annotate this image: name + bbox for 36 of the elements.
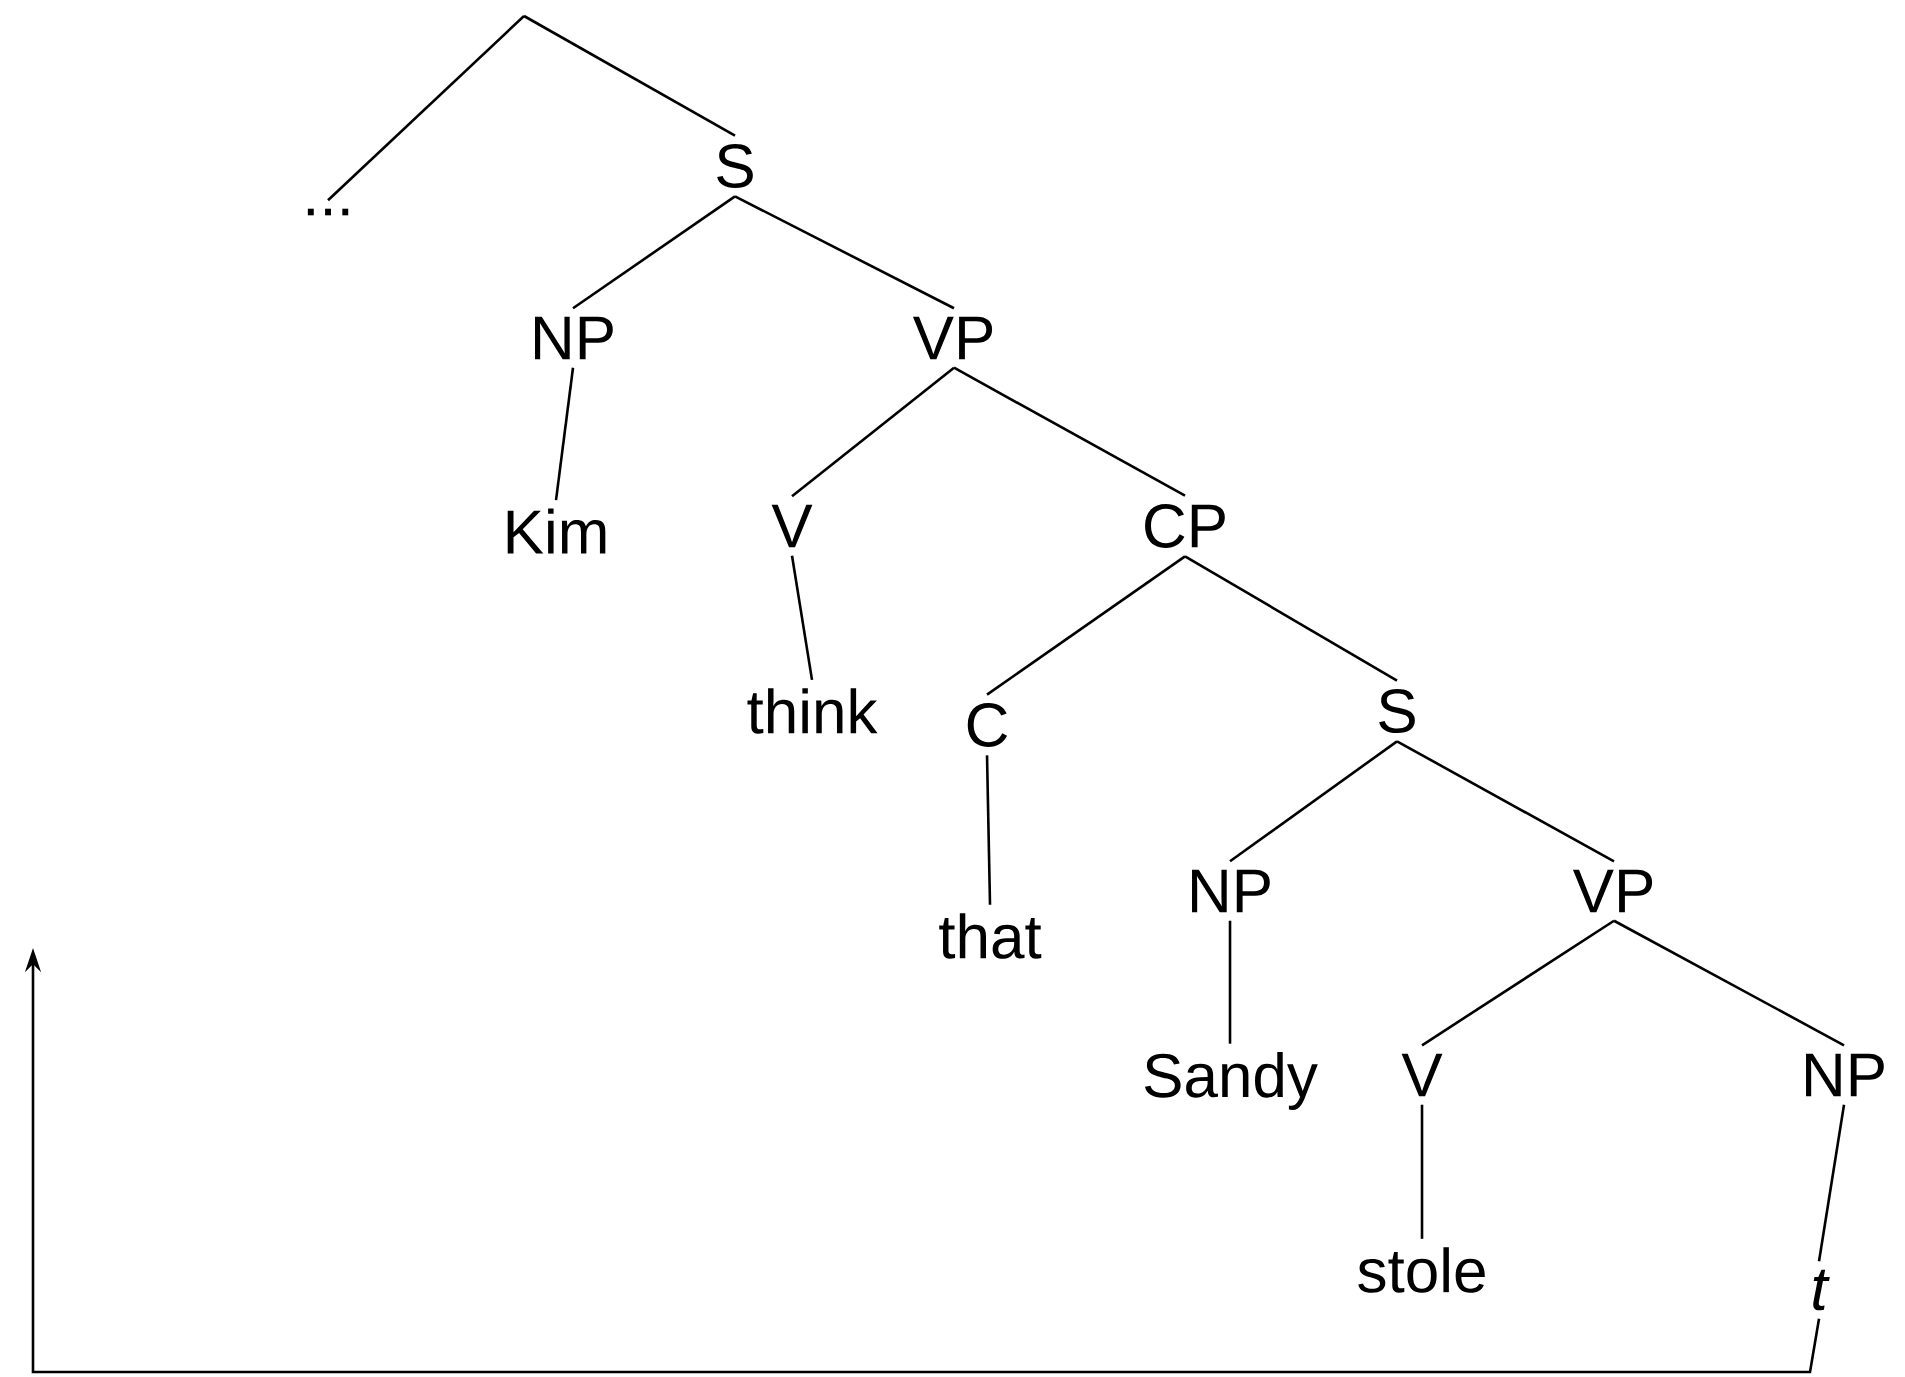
tree-branch xyxy=(572,195,736,310)
tree-branch xyxy=(327,15,525,202)
tree-branch xyxy=(985,755,992,905)
tree-branch xyxy=(1420,1104,1424,1239)
tree-label: C xyxy=(967,703,1008,747)
tree-branch xyxy=(1228,920,1232,1044)
tree-branch xyxy=(1613,919,1845,1047)
tree-label: VP xyxy=(1572,869,1653,913)
tree-label: S xyxy=(1379,689,1415,733)
tree-branch xyxy=(986,555,1186,696)
tree-label: CP xyxy=(1145,504,1225,548)
tree-label: VP xyxy=(912,316,993,360)
tree-branch xyxy=(1184,555,1398,682)
ellipsis-text: ... xyxy=(307,208,349,216)
tree-label: NP xyxy=(535,316,613,360)
tree-label: think xyxy=(747,688,878,734)
tree-branch xyxy=(790,555,814,681)
tree-label: V xyxy=(771,504,813,548)
tree-label: NP xyxy=(1806,1053,1884,1097)
tree-branch xyxy=(791,366,955,498)
tree-label: NP xyxy=(1192,869,1270,913)
tree-branch xyxy=(523,14,736,137)
tree-label: S xyxy=(717,144,753,188)
tree-branch xyxy=(1421,919,1615,1047)
tree-branch xyxy=(1229,740,1398,863)
tree-branch xyxy=(1817,1104,1846,1262)
tree-branch xyxy=(734,195,955,310)
tree-label: stole xyxy=(1358,1247,1485,1293)
tree-branch xyxy=(953,366,1186,497)
tree-label: t xyxy=(1813,1269,1830,1311)
tree-label: V xyxy=(1401,1053,1443,1097)
tree-label: that xyxy=(939,913,1042,959)
tree-branch xyxy=(1396,740,1615,863)
tree-label: Sandy xyxy=(1144,1052,1318,1110)
tree-label: Kim xyxy=(507,508,606,554)
tree-branch xyxy=(554,367,575,501)
